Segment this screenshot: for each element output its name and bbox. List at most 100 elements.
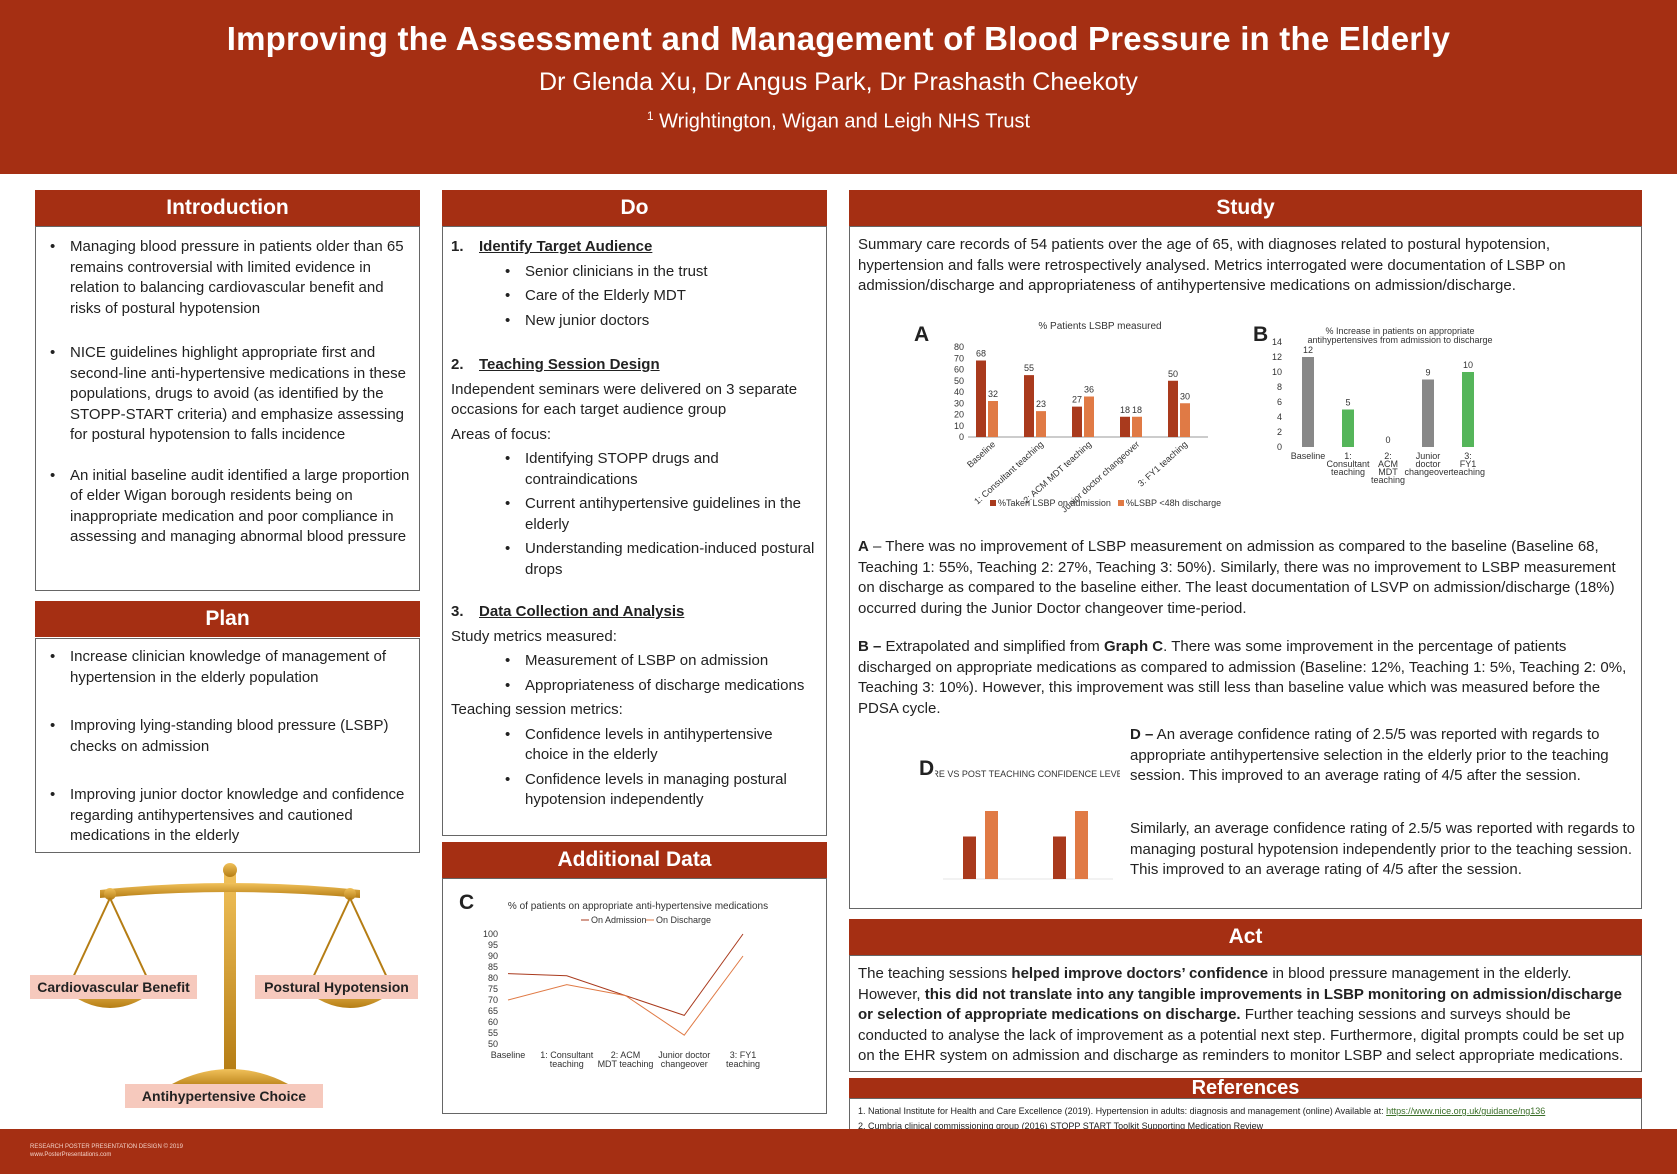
bar — [1342, 409, 1354, 447]
y-tick-label: 80 — [954, 342, 964, 352]
footer-credit: RESEARCH POSTER PRESENTATION DESIGN © 20… — [30, 1143, 183, 1159]
y-tick-label: 50 — [954, 376, 964, 386]
x-tick-label: Baseline — [491, 1050, 526, 1060]
list-item: Measurement of LSBP on admission — [505, 651, 818, 672]
study-heading: Study — [849, 190, 1642, 226]
do-heading: Do — [442, 190, 827, 226]
do-study-metrics-label: Study metrics measured: — [451, 627, 617, 645]
y-tick-label: 0 — [959, 432, 964, 442]
plan-heading: Plan — [35, 601, 420, 637]
section-number: 1. — [451, 238, 464, 255]
y-tick-label: 65 — [488, 1006, 498, 1016]
list-item: NICE guidelines highlight appropriate fi… — [42, 343, 411, 446]
list-item: Care of the Elderly MDT — [505, 286, 818, 307]
chart-b-letter: B — [1253, 323, 1269, 346]
bar — [1024, 375, 1034, 437]
act-panel: The teaching sessions helped improve doc… — [849, 955, 1642, 1072]
data-label: 68 — [976, 349, 986, 359]
act-bold: this did not translate into any tangible… — [858, 985, 1623, 1024]
section-title: Data Collection and Analysis — [479, 603, 685, 620]
tick-line: MDT teaching — [598, 1059, 654, 1069]
footer-line: www.PosterPresentations.com — [30, 1152, 112, 1158]
title-line: % Increase in patients on appropriate — [1325, 326, 1474, 336]
tick-line: teaching — [726, 1059, 760, 1069]
y-tick-label: 85 — [488, 962, 498, 972]
y-tick-label: 8 — [1277, 382, 1282, 392]
b-graph-ref: Graph C — [1103, 638, 1164, 655]
y-tick-label: 12 — [1272, 352, 1282, 362]
affiliation-sup: 1 — [646, 109, 654, 123]
data-label: 27 — [1072, 395, 1082, 405]
bar — [985, 811, 998, 879]
chart-a-letter: A — [914, 323, 930, 346]
list-item: Confidence levels in antihypertensive ch… — [505, 725, 818, 766]
tick-word: MDT — [1378, 467, 1398, 477]
do-teaching-metrics-label: Teaching session metrics: — [451, 701, 623, 718]
legend-swatch — [1118, 500, 1124, 506]
introduction-list: Managing blood pressure in patients olde… — [42, 237, 411, 548]
introduction-panel: Managing blood pressure in patients olde… — [35, 226, 420, 591]
do-section-2-list: Identifying STOPP drugs and contraindica… — [451, 449, 818, 580]
tick-word: 2: — [1384, 451, 1392, 461]
tick-word: teaching — [1451, 467, 1485, 477]
y-tick-label: 70 — [488, 995, 498, 1005]
y-tick-label: 10 — [954, 421, 964, 431]
affiliation-text: Wrightington, Wigan and Leigh NHS Trust — [659, 110, 1031, 133]
bar — [1075, 811, 1088, 879]
study-intro: Summary care records of 54 patients over… — [858, 236, 1566, 294]
do-section-3: 3.Data Collection and Analysis — [451, 602, 818, 623]
tick-word: Consultant — [1326, 459, 1370, 469]
list-item: New junior doctors — [505, 311, 818, 332]
y-tick-label: 80 — [488, 973, 498, 983]
act-text: in blood pressure management in the elde… — [858, 965, 1572, 1003]
y-tick-label: 6 — [1277, 397, 1282, 407]
tick-word: Baseline — [1291, 451, 1326, 461]
y-tick-label: 30 — [954, 398, 964, 408]
legend-label: %Taken LSBP on admission — [998, 498, 1111, 508]
chart-title: % of patients on appropriate anti-hypert… — [508, 901, 768, 912]
bar — [1072, 406, 1082, 437]
b-label: B – — [858, 638, 882, 655]
tick-word: 1: — [1344, 451, 1352, 461]
data-label: 0 — [1385, 435, 1390, 445]
bar — [1132, 416, 1142, 437]
do-panel: 1.Identify Target Audience Senior clinic… — [442, 226, 827, 836]
list-item: Managing blood pressure in patients olde… — [42, 237, 411, 319]
tick-word: teaching — [1371, 475, 1405, 485]
chart-title: % Patients LSBP measured — [1038, 321, 1161, 332]
reference-item: 1. National Institute for Health and Car… — [858, 1104, 1633, 1119]
tick-line: Junior doctor — [658, 1050, 710, 1060]
reference-link[interactable]: https://www.nice.org.uk/guidance/ng136 — [1386, 1106, 1546, 1116]
data-label: 50 — [1168, 369, 1178, 379]
chart-c-letter: C — [459, 891, 475, 914]
chart-a: % Patients LSBP measured0102030405060708… — [954, 321, 1221, 514]
y-tick-label: 60 — [954, 365, 964, 375]
study-d-paragraph-2: Similarly, an average confidence rating … — [1130, 820, 1635, 878]
bar — [1084, 396, 1094, 437]
data-label: 55 — [1024, 363, 1034, 373]
b-text: Extrapolated and simplified from — [881, 638, 1104, 655]
tick-line: 3: FY1 — [730, 1050, 757, 1060]
x-tick-label: Baseline — [1291, 451, 1326, 461]
x-tick-label: 3: FY1 teaching — [1136, 439, 1190, 489]
list-item: Confidence levels in managing postural h… — [505, 770, 818, 811]
data-label: 18 — [1120, 405, 1130, 415]
title-line: antihypertensives from admission to disc… — [1307, 335, 1492, 345]
b-text-2: . There was some improvement in the perc… — [858, 638, 1627, 717]
chart-d-letter: D — [919, 757, 935, 780]
bar — [963, 836, 976, 879]
data-label: 18 — [1132, 405, 1142, 415]
x-tick-label: Baseline — [965, 439, 997, 470]
bar — [1168, 380, 1178, 437]
act-text: Further teaching sessions and surveys sh… — [858, 1006, 1625, 1064]
y-tick-label: 0 — [1277, 442, 1282, 452]
tick-line: 1: Consultant — [540, 1050, 594, 1060]
chart-c: % of patients on appropriate anti-hypert… — [483, 901, 768, 1069]
plan-list: Increase clinician knowledge of manageme… — [42, 647, 411, 847]
